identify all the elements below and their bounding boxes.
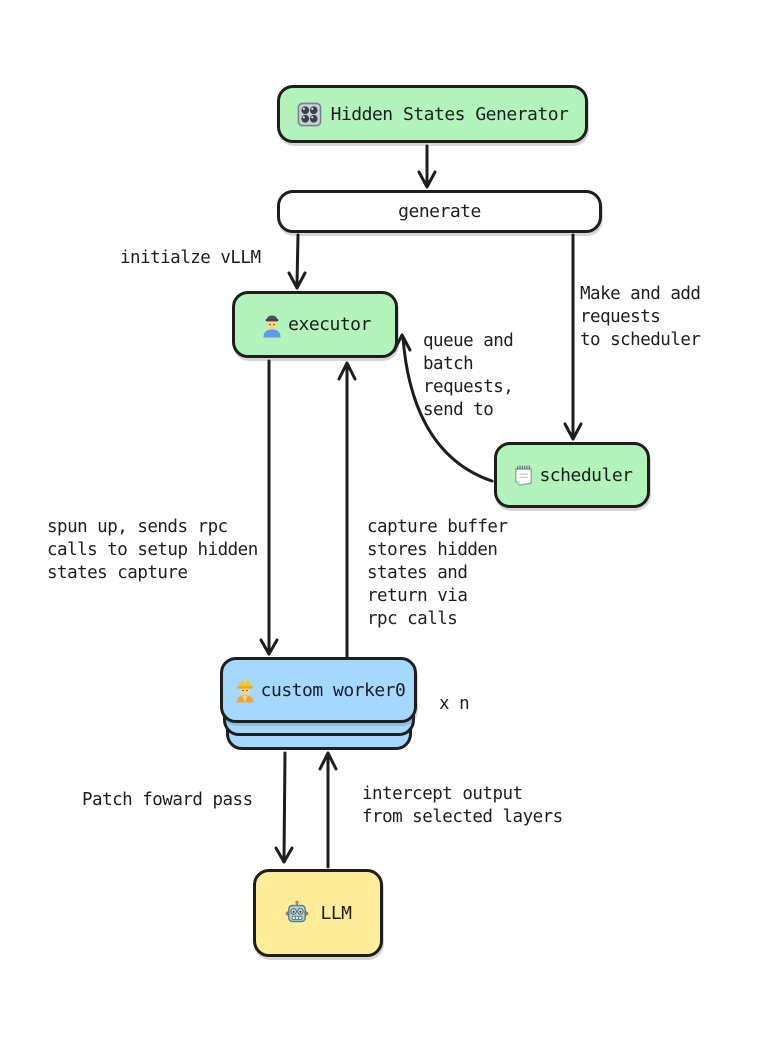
construction-worker-icon <box>232 677 258 703</box>
arrowhead-down-scheduler <box>563 422 583 441</box>
label-patch-forward: Patch foward pass <box>82 790 253 810</box>
label-make-requests: Make and add requests to scheduler <box>580 284 701 350</box>
label-capture-buffer: capture buffer stores hidden states and … <box>367 517 508 629</box>
label-spun-up-rpc: spun up, sends rpc calls to setup hidden… <box>47 517 258 583</box>
edge-generate-executor <box>295 233 300 286</box>
arrowhead-down-generate <box>417 170 437 189</box>
arrowhead-down-executor <box>287 271 307 290</box>
label-intercept-output: intercept output from selected layers <box>362 784 563 827</box>
node-label: custom worker0 <box>260 679 406 701</box>
robot-icon <box>284 900 310 926</box>
man-factory-worker-icon <box>259 312 285 338</box>
label-queue-batch: queue and batch requests, send to <box>423 331 514 420</box>
control-knobs-icon <box>297 102 322 127</box>
node-label: LLM <box>320 902 352 924</box>
node-label: executor <box>288 314 371 335</box>
label-multiplicity: x n <box>439 694 470 714</box>
node-generate: generate <box>277 190 602 233</box>
node-label: Hidden States Generator <box>330 103 569 125</box>
node-hidden-states-generator: Hidden States Generator <box>277 85 588 143</box>
node-label: generate <box>398 201 481 222</box>
spiral-notepad-icon <box>511 463 536 488</box>
node-llm: LLM <box>253 869 383 957</box>
label-initialize-vllm: initialze vLLM <box>120 248 261 268</box>
node-scheduler: scheduler <box>494 442 650 508</box>
node-executor: executor <box>232 291 398 358</box>
arrowhead-down-worker <box>259 638 279 656</box>
arrowhead-down-llm <box>274 846 294 864</box>
edge-worker-llm <box>282 751 287 861</box>
arrowhead-up-worker-bottom <box>318 751 338 771</box>
node-custom-worker: custom worker0 <box>220 657 417 723</box>
node-label: scheduler <box>539 464 633 486</box>
arrowhead-up-executor-bottom <box>337 361 357 381</box>
